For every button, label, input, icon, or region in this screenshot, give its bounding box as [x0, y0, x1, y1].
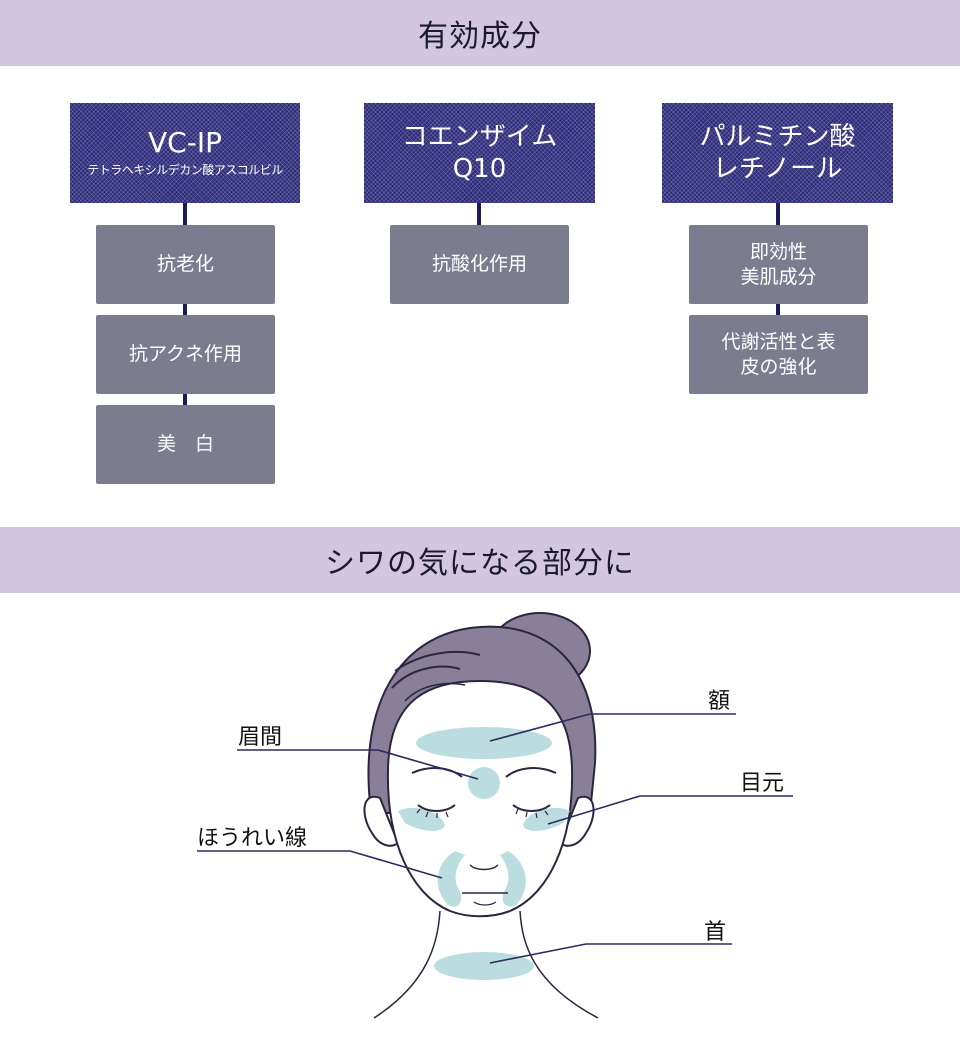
forehead-area [416, 727, 552, 759]
effect-box: 代謝活性と表 皮の強化 [689, 315, 868, 394]
right-eye-area [523, 807, 570, 831]
glabella-area [468, 767, 500, 799]
wrinkles-section-title: シワの気になる部分に [0, 527, 960, 593]
left-nasolabial-area [437, 851, 465, 907]
face [386, 679, 574, 918]
ingredient-box-coq10: コエンザイム Q10 [364, 103, 595, 203]
face-illustration [197, 612, 793, 1019]
effect-box: 抗老化 [96, 225, 275, 304]
leader-nasolabial [197, 850, 443, 879]
right-ear [558, 795, 595, 847]
ingredient-name: VC-IP [148, 126, 222, 159]
effect-box: 美 白 [96, 405, 275, 484]
label-forehead: 額 [708, 689, 731, 714]
ingredient-name: パルミチン酸 [699, 122, 856, 152]
ingredient-box-vcip: VC-IP テトラヘキシルデカン酸アスコルビル [70, 103, 300, 203]
ingredient-box-retinol: パルミチン酸 レチノール [662, 103, 893, 203]
effect-box: 抗酸化作用 [390, 225, 569, 304]
ingredient-subname: テトラヘキシルデカン酸アスコルビル [87, 163, 283, 177]
leader-glabella [237, 749, 479, 780]
leader-forehead [489, 713, 736, 742]
effect-box: 即効性 美肌成分 [689, 225, 868, 304]
left-eye-area [398, 807, 445, 831]
label-nasolabial: ほうれい線 [197, 826, 308, 851]
ingredient-name-line2: Q10 [452, 154, 507, 184]
neck-area [434, 952, 534, 980]
ingredient-name-line2: レチノール [712, 154, 843, 184]
label-eyes: 目元 [740, 771, 785, 796]
ingredient-name: コエンザイム [401, 122, 558, 152]
label-glabella: 眉間 [238, 725, 283, 750]
ingredients-section-title: 有効成分 [0, 0, 960, 66]
effect-box: 抗アクネ作用 [96, 315, 275, 394]
leader-neck [489, 943, 732, 964]
left-ear [363, 795, 400, 847]
leader-eyes [547, 795, 793, 825]
connector-line [477, 203, 481, 227]
label-neck: 首 [704, 920, 727, 945]
